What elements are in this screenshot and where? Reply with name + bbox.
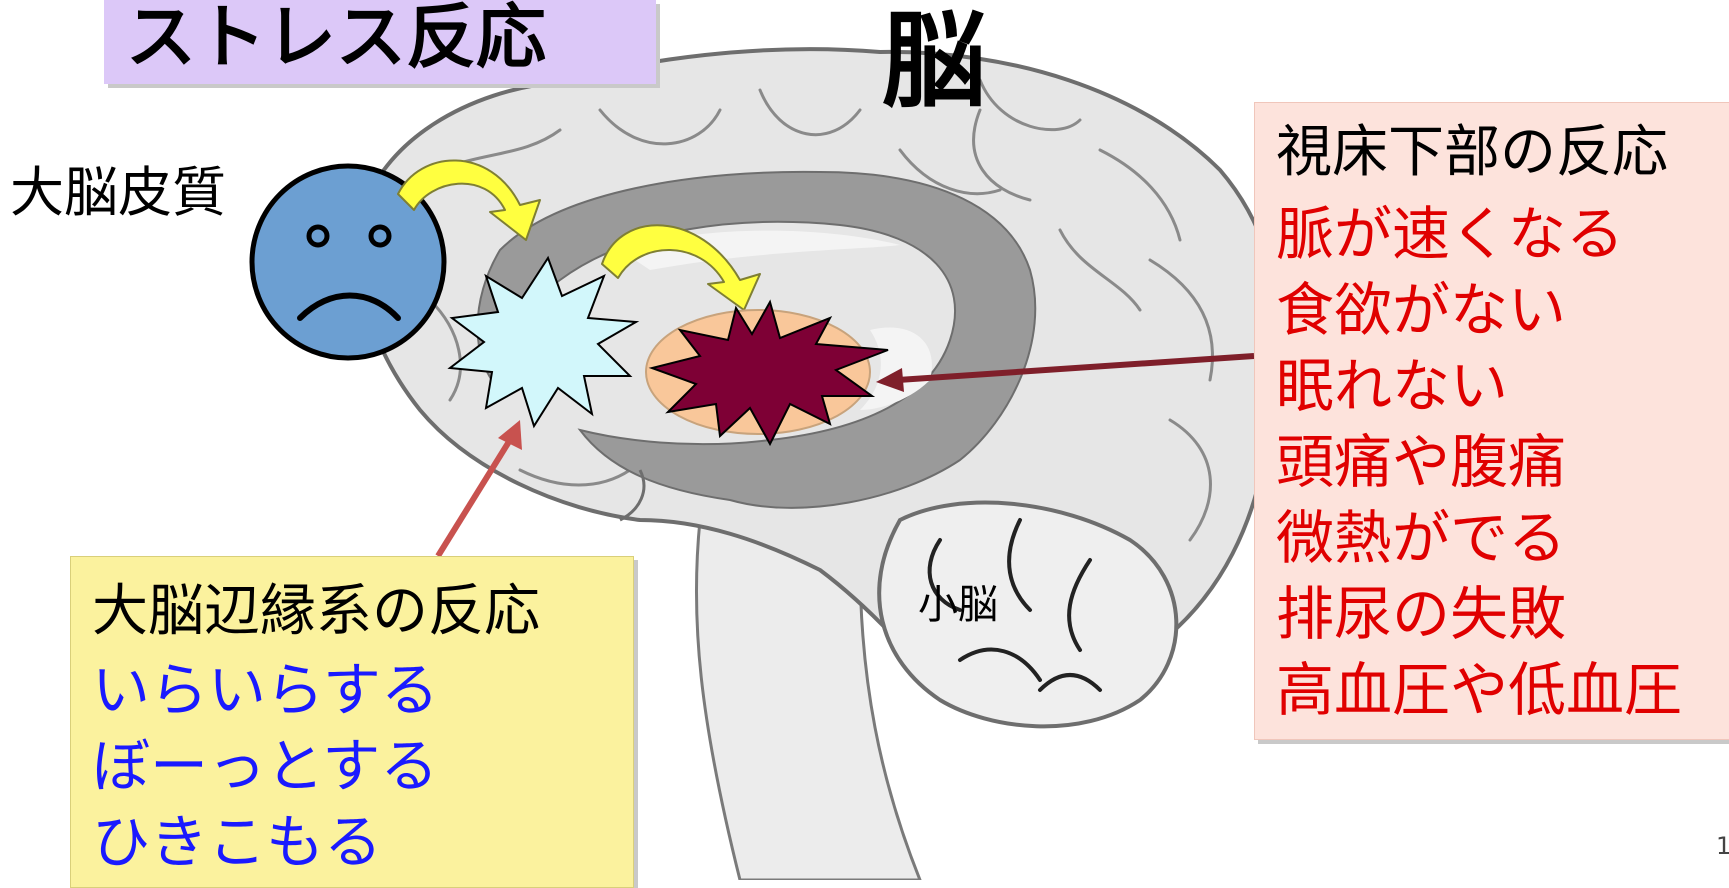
cerebellum-label: 小脳	[918, 582, 998, 628]
brain-label: 脳	[882, 0, 987, 122]
hypothalamus-item: 食欲がない	[1276, 276, 1567, 344]
title-box	[104, 0, 656, 84]
hypothalamus-item: 脈が速くなる	[1276, 200, 1625, 268]
page-number: 1	[1716, 832, 1729, 860]
hypothalamus-burst-icon	[648, 299, 889, 447]
limbic-item: ひきこもる	[92, 808, 383, 876]
pointer-arrow-limbic	[435, 420, 522, 558]
hypothalamus-item: 排尿の失敗	[1276, 580, 1567, 648]
pointer-arrow-hypothalamus	[876, 353, 1255, 392]
limbic-heading: 大脳辺縁系の反応	[92, 579, 540, 644]
hypothalamus-item: 頭痛や腹痛	[1276, 428, 1567, 496]
curved-arrow-icon	[397, 159, 761, 311]
corpus-callosum	[476, 170, 1037, 509]
hypothalamus-response-box	[1254, 102, 1729, 740]
limbic-item: いらいらする	[92, 656, 439, 724]
cerebellum	[877, 500, 1179, 729]
hypothalamus-item: 眠れない	[1276, 352, 1509, 420]
sad-face-icon	[249, 163, 447, 361]
limbic-item: ぼーっとする	[92, 732, 439, 800]
hypothalamus-heading: 視床下部の反応	[1276, 120, 1668, 185]
hypothalamus-item: 微熱がでる	[1276, 504, 1567, 572]
limbic-burst-icon	[447, 255, 640, 429]
page-title: ストレス反応	[126, 0, 546, 78]
brain-stem	[694, 518, 922, 880]
limbic-response-box	[70, 556, 634, 888]
cortex-label: 大脳皮質	[10, 161, 226, 224]
hypothalamus-item: 高血圧や低血圧	[1276, 656, 1683, 724]
